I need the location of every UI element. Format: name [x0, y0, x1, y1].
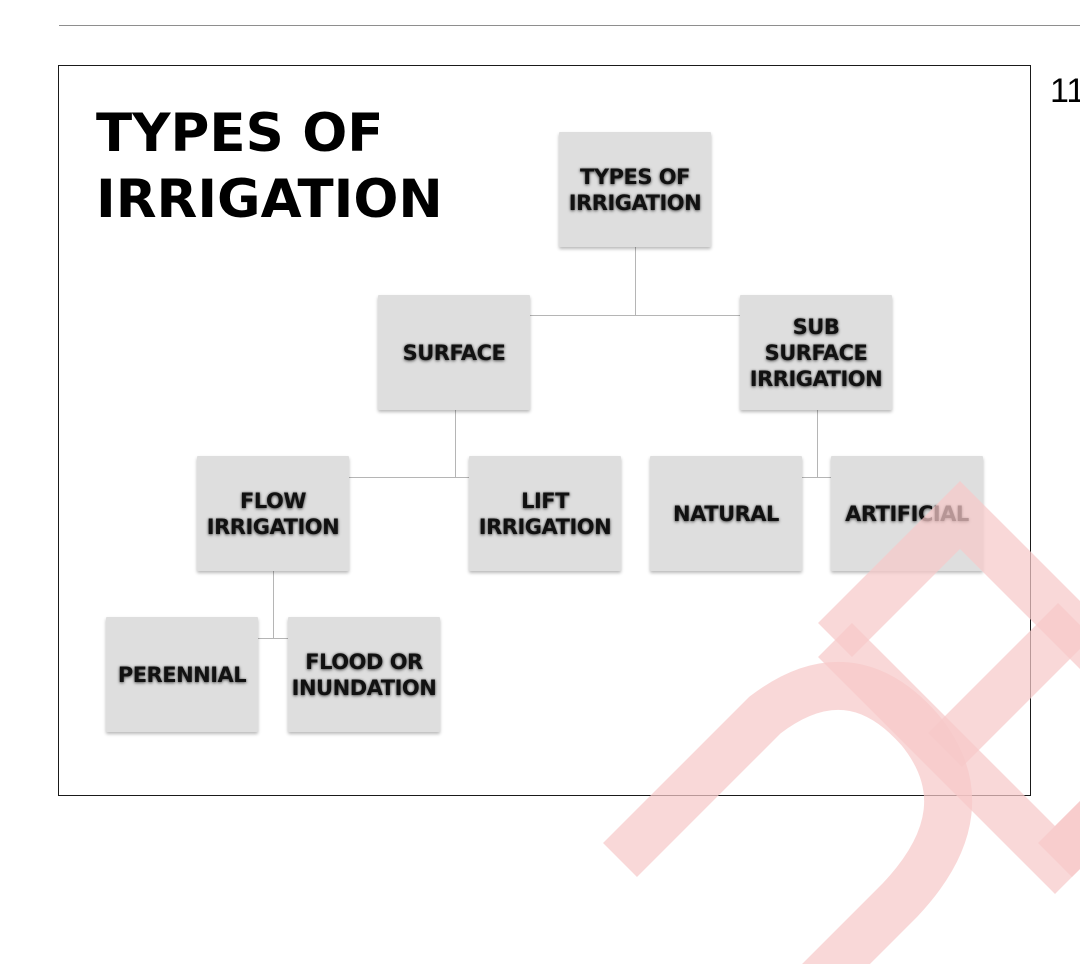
- connector-flow-bar: [258, 638, 288, 639]
- node-label: FLOOD OR INUNDATION: [291, 649, 437, 700]
- node-label: NATURAL: [673, 501, 779, 526]
- node-label: TYPES OF IRRIGATION: [568, 164, 702, 215]
- node-surface: SURFACE: [378, 295, 530, 410]
- page-number: 11: [1050, 72, 1080, 110]
- connector-surface-down: [455, 410, 456, 477]
- node-flow-irrigation: FLOW IRRIGATION: [197, 456, 349, 571]
- node-label: FLOW IRRIGATION: [206, 488, 340, 539]
- slide-title-line-1: TYPES OF: [96, 103, 384, 164]
- node-perennial: PERENNIAL: [106, 617, 258, 732]
- node-sub-surface-irrigation: SUB SURFACE IRRIGATION: [740, 295, 892, 410]
- node-label: LIFT IRRIGATION: [478, 488, 612, 539]
- node-label: ARTIFICIAL: [845, 501, 969, 526]
- slide-title-line-2: IRRIGATION: [96, 169, 443, 230]
- node-label: SUB SURFACE IRRIGATION: [749, 314, 883, 391]
- connector-root-down: [635, 247, 636, 316]
- connector-flow-down: [273, 571, 274, 638]
- node-lift-irrigation: LIFT IRRIGATION: [469, 456, 621, 571]
- connector-subsurface-down: [817, 410, 818, 477]
- node-label: SURFACE: [402, 340, 506, 365]
- header-rule: [59, 25, 1080, 26]
- node-label: PERENNIAL: [117, 662, 247, 687]
- node-flood-or-inundation: FLOOD OR INUNDATION: [288, 617, 440, 732]
- connector-subsurface-bar: [802, 477, 831, 478]
- connector-level2-bar: [530, 315, 740, 316]
- node-artificial: ARTIFICIAL: [831, 456, 983, 571]
- connector-surface-bar: [349, 477, 469, 478]
- slide-title: TYPES OF IRRIGATION: [96, 101, 443, 233]
- node-types-of-irrigation: TYPES OF IRRIGATION: [559, 132, 711, 247]
- node-natural: NATURAL: [650, 456, 802, 571]
